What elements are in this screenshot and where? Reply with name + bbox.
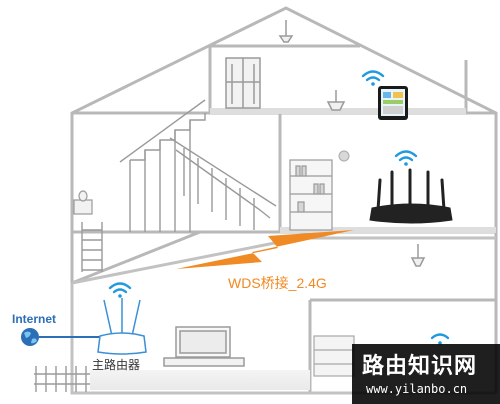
- wifi-icon: [361, 70, 385, 86]
- router-icon: [97, 298, 147, 355]
- wds-bridge-label: WDS桥接_2.4G: [228, 275, 327, 291]
- wifi-icon: [430, 333, 450, 345]
- wifi-icon: [394, 150, 418, 166]
- television: [163, 326, 245, 367]
- main-router-label: 主路由器: [92, 358, 141, 372]
- tablet-icon: [378, 86, 408, 120]
- wifi-icon: [108, 282, 132, 298]
- globe-icon: [21, 328, 39, 346]
- lightning-bolt-icon: [176, 230, 354, 269]
- bookshelf: [289, 159, 333, 231]
- watermark-title: 路由知识网: [362, 353, 478, 379]
- kitchen-counter: [313, 335, 355, 377]
- attic-window: [225, 57, 261, 109]
- staircase: [119, 99, 277, 232]
- upper-floor-slab: [210, 108, 466, 114]
- watermark-badge: 路由知识网 www.yilanbo.cn: [352, 344, 500, 404]
- internet-label: Internet: [12, 312, 57, 326]
- side-ladder: [81, 222, 103, 272]
- router-icon: [369, 168, 453, 224]
- watermark-url: www.yilanbo.cn: [366, 382, 468, 396]
- garden-fence: [34, 366, 90, 392]
- ground-floor-surface: [90, 370, 310, 390]
- middle-floor-slab: [280, 227, 496, 233]
- wall-clock: [338, 150, 350, 162]
- side-table: [73, 190, 93, 215]
- ceiling-lamp: [278, 20, 426, 267]
